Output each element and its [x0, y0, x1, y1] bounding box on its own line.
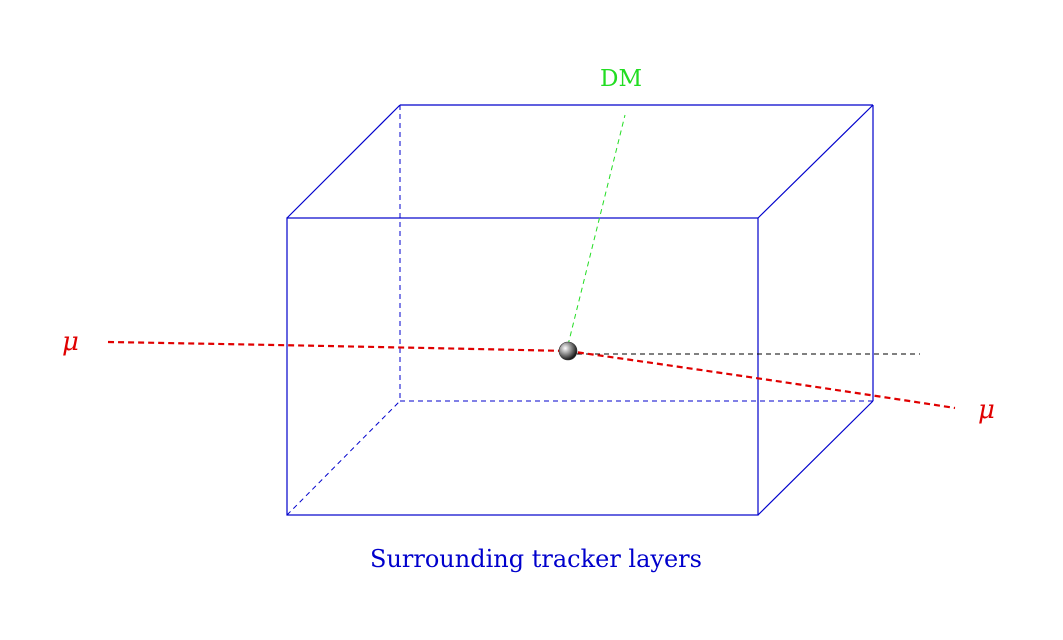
box-front-face — [286, 217, 759, 516]
muon-outgoing-label: μ — [978, 395, 995, 425]
tracker-box — [286, 104, 874, 516]
tracker-caption: Surrounding tracker layers — [370, 545, 702, 573]
dark-matter-label: DM — [600, 66, 642, 92]
muon-incoming-label: μ — [62, 327, 79, 357]
muon-outgoing-track — [567, 349, 956, 410]
muon-incoming-track — [107, 340, 569, 353]
box-top-left-depth-edge — [286, 104, 401, 219]
box-hidden-edges — [286, 105, 873, 516]
box-top-right-depth-edge — [757, 104, 874, 219]
box-bottom-left-depth-edge — [286, 400, 401, 516]
box-bottom-right-depth-edge — [757, 400, 874, 516]
interaction-vertex — [558, 341, 578, 361]
dark-matter-track — [567, 114, 626, 346]
